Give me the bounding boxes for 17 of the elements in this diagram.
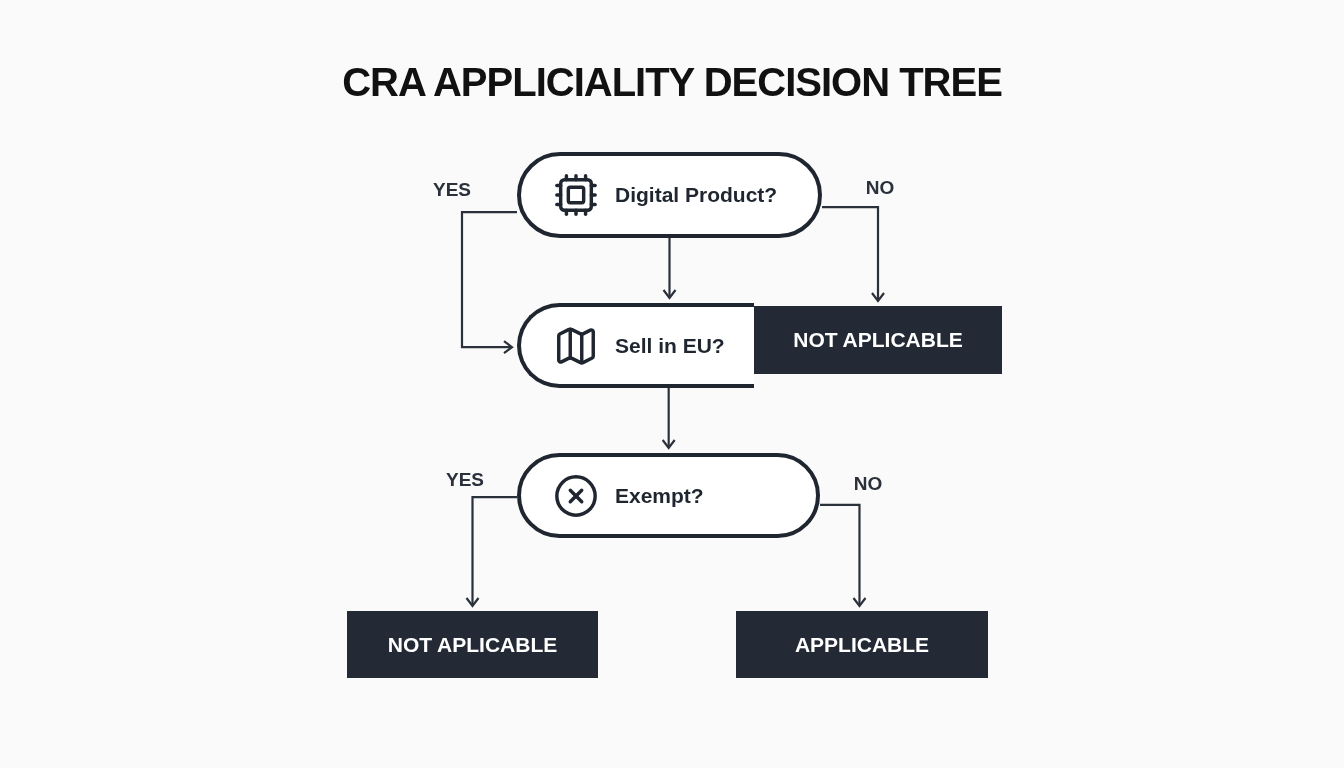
arrow (820, 503, 867, 608)
title: CRA APPLICIALITY DECISION TREE (342, 59, 1002, 106)
node-text: Sell in EU? (615, 332, 725, 359)
node-text: NOT APLICABLE (387, 631, 558, 658)
arrow (465, 496, 517, 608)
node-text: NOT APLICABLE (793, 327, 963, 354)
outcome-box (347, 611, 598, 678)
node-text: APPLICABLE (794, 631, 930, 658)
arrow (661, 388, 676, 450)
arrow (662, 238, 677, 300)
node-text: Digital Product? (615, 182, 778, 209)
decision-box (517, 303, 754, 388)
arrow (460, 211, 517, 355)
node-text: Exempt? (615, 482, 704, 509)
arrow (822, 205, 886, 303)
outcome-box (736, 611, 988, 678)
outcome-box (754, 306, 1002, 374)
